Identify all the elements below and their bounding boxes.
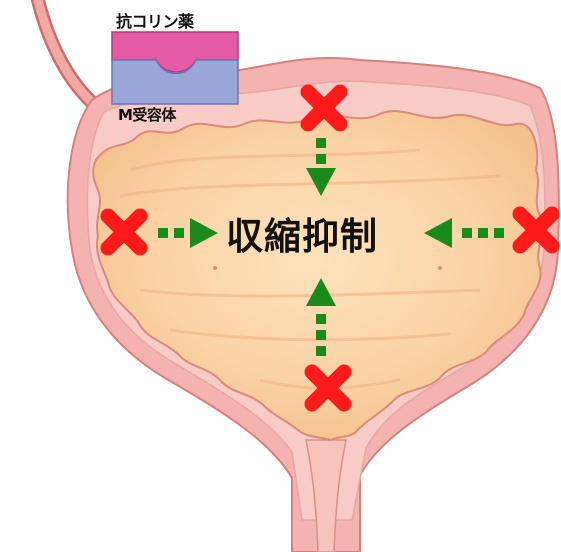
- contraction-inhibition-label: 収縮抑制: [226, 206, 378, 260]
- drug-receptor-inset: [112, 32, 238, 104]
- drug-label: 抗コリン薬: [116, 8, 194, 32]
- receptor-label: M受容体: [118, 104, 176, 125]
